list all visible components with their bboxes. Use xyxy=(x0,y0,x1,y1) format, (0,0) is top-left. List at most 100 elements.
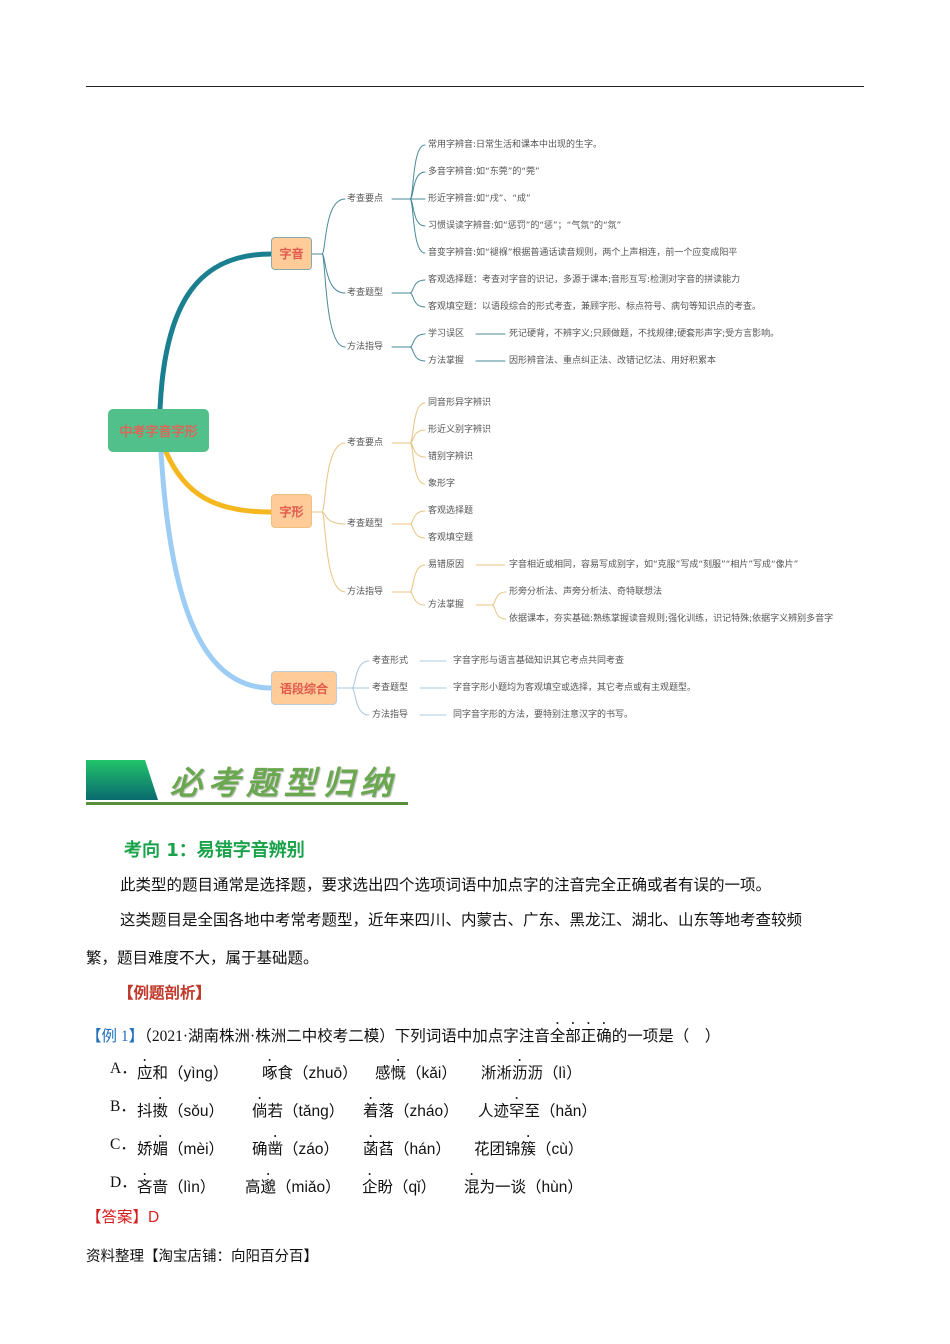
mm-label: 考查题型 xyxy=(347,288,384,298)
question-emphasis: 全部正确 xyxy=(549,1028,612,1045)
word-part: 沥 xyxy=(527,1065,544,1082)
pinyin: （miǎo） xyxy=(276,1179,341,1196)
brace xyxy=(409,346,426,362)
option-word: 企盼（qǐ） xyxy=(362,1170,436,1197)
option-word: 高邈（miǎo） xyxy=(245,1170,341,1197)
branch-line-zixing xyxy=(163,449,274,515)
question-text-end: 的一项是（ ） xyxy=(611,1028,721,1045)
brace xyxy=(409,198,426,254)
option-letter: C． xyxy=(110,1136,136,1153)
brace xyxy=(409,591,426,606)
pinyin: （mèi） xyxy=(168,1141,225,1158)
option-word: 淅淅沥沥（lì） xyxy=(481,1056,582,1083)
mm-leaf: 方法掌握 xyxy=(428,600,465,610)
word-part: 落 xyxy=(378,1103,395,1120)
mindmap-root: 中考字音字形 xyxy=(108,409,209,452)
pinyin: （lìn） xyxy=(168,1179,216,1196)
word-part: 娇 xyxy=(137,1141,153,1158)
pinyin: （qǐ） xyxy=(393,1179,437,1196)
option-letter: B． xyxy=(110,1098,136,1115)
mm-leaf: 因形辨音法、重点纠正法、改错记忆法、用好积累本 xyxy=(509,356,717,366)
option-word: 菡萏（hán） xyxy=(363,1132,451,1159)
answer-tag: 【答案】 xyxy=(86,1209,149,1226)
mm-leaf: 客观填空题 xyxy=(428,533,474,543)
option-word: 啄食（zhuō） xyxy=(262,1056,358,1083)
brace xyxy=(409,510,426,525)
option-word: 确凿（záo） xyxy=(252,1132,339,1159)
pinyin: （sǒu） xyxy=(168,1103,225,1120)
mm-leaf: 音变字辨音:如“褪褓”根据普通话读音规则，两个上声相连，前一个应变成阳平 xyxy=(428,248,738,258)
mm-leaf: 形旁分析法、声旁分析法、奇特联想法 xyxy=(509,587,663,597)
paragraph: 繁，题目难度不大，属于基础题。 xyxy=(86,950,319,967)
brace xyxy=(409,429,426,444)
mm-leaf: 学习误区 xyxy=(428,329,465,339)
word-part: 感 xyxy=(375,1065,391,1082)
word-part: 高 xyxy=(245,1179,261,1196)
banner-rule xyxy=(86,802,408,805)
mindmap-branch-ziyin: 字音 xyxy=(271,237,312,270)
header-rule xyxy=(86,86,864,87)
example-tag: 【例 1】 xyxy=(86,1028,145,1045)
mm-leaf: 形近义别字辨识 xyxy=(428,425,492,435)
pinyin: （hǎn） xyxy=(540,1103,597,1120)
mm-leaf: 象形字 xyxy=(428,479,456,489)
dotted-char: 凿 xyxy=(267,1141,284,1158)
mm-leaf: 常用字辨音:日常生活和课本中出现的生字。 xyxy=(428,140,603,150)
option-word: 抖擞（sǒu） xyxy=(137,1094,224,1121)
dotted-char: 啄 xyxy=(262,1065,278,1082)
word-part: 啬 xyxy=(152,1179,169,1196)
brace xyxy=(409,292,426,308)
option-word: 着落（zháo） xyxy=(363,1094,459,1121)
word-part: 抖 xyxy=(137,1103,153,1120)
word-part: 为一谈 xyxy=(479,1179,527,1196)
brace xyxy=(409,523,426,539)
dotted-char: 沥 xyxy=(512,1065,528,1082)
pinyin: （yìng） xyxy=(168,1065,229,1082)
mm-label: 考查要点 xyxy=(347,194,384,204)
example-question: 【例 1】（2021·湖南株洲·株洲二中校考二模）下列词语中加点字注音全部正确的… xyxy=(86,1019,720,1047)
analysis-label: 【例题剖析】 xyxy=(118,985,212,1002)
pinyin: （hán） xyxy=(394,1141,451,1158)
pinyin: （záo） xyxy=(283,1141,340,1158)
dotted-char: 簇 xyxy=(520,1141,537,1158)
brace-yuduan xyxy=(351,660,370,689)
mm-leaf: 客观填空题：以语段综合的形式考查，兼顾字形、标点符号、病句等知识点的考查。 xyxy=(428,302,762,312)
mm-leaf: 客观选择题 xyxy=(428,506,474,516)
mm-leaf: 字音字形与语言基础知识其它考点共同考查 xyxy=(453,656,625,666)
mindmap-connectors xyxy=(157,144,507,716)
word-part: 淅淅 xyxy=(481,1065,513,1082)
brace-zixing xyxy=(321,511,346,525)
brace xyxy=(409,171,426,200)
word-part: 人迹 xyxy=(478,1103,510,1120)
mm-label: 方法指导 xyxy=(372,710,409,720)
mm-leaf: 字音字形小题均为客观填空或选择，其它考点或有主观题型。 xyxy=(453,683,697,693)
pinyin: （hùn） xyxy=(526,1179,583,1196)
paragraph: 这类题目是全国各地中考常考题型，近年来四川、内蒙古、广东、黑龙江、湖北、山东等地… xyxy=(120,912,803,929)
dotted-char: 菡 xyxy=(363,1141,379,1158)
mm-leaf: 依据课本，夯实基础:熟练掌握读音规则;强化训练，识记特殊;依据字义辨别多音字 xyxy=(509,614,834,624)
word-part: 若 xyxy=(267,1103,284,1120)
mindmap-branch-zixing: 字形 xyxy=(271,494,312,528)
word-part: 和 xyxy=(152,1065,169,1082)
dotted-char: 吝 xyxy=(137,1179,153,1196)
pinyin: （cù） xyxy=(536,1141,584,1158)
mm-leaf: 多音字辨音:如“东莞”的“莞” xyxy=(428,167,540,177)
brace xyxy=(409,564,426,593)
mm-leaf: 字音相近或相同，容易写成别字，如“克服”写成“刻服”“相片”写成“像片” xyxy=(509,560,799,570)
pinyin: （tǎng） xyxy=(283,1103,345,1120)
brace-zixing xyxy=(321,442,346,513)
dotted-char: 媚 xyxy=(152,1141,169,1158)
mm-leaf: 客观选择题：考查对字音的识记，多源于课本;音形互写:检测对字音的拼读能力 xyxy=(428,275,741,285)
pinyin: （kǎi） xyxy=(406,1065,457,1082)
dotted-char: 邈 xyxy=(260,1179,277,1196)
word-part: 盼 xyxy=(377,1179,394,1196)
mm-label: 考查题型 xyxy=(372,683,409,693)
option-word: 娇媚（mèi） xyxy=(137,1132,224,1159)
section-banner: 必考题型归纳 xyxy=(86,758,408,808)
word-part: 萏 xyxy=(378,1141,395,1158)
dotted-char: 慨 xyxy=(390,1065,407,1082)
footer-note: 资料整理【淘宝店铺：向阳百分百】 xyxy=(86,1249,318,1265)
dotted-char: 罕 xyxy=(509,1103,525,1120)
mm-leaf: 同字音字形的方法，要特别注意汉字的书写。 xyxy=(453,710,634,720)
